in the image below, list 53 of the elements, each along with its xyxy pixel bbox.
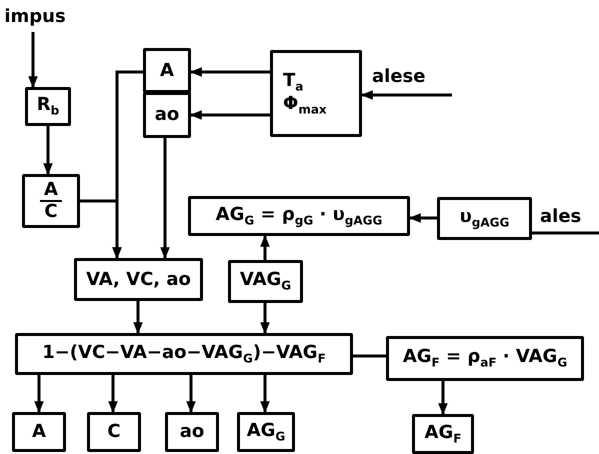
arrow <box>43 126 53 176</box>
formula-text: AG$_{F}$ = ρ$_{aF}$ · VAG$_{G}$ <box>402 347 568 370</box>
formula-text: AG$_{G}$ <box>246 420 286 444</box>
arrow <box>260 234 270 260</box>
process-box <box>87 412 141 452</box>
formula-text: A <box>40 180 62 202</box>
process-box <box>270 50 362 137</box>
arrow <box>190 110 270 120</box>
process-box <box>12 412 66 452</box>
arrow <box>360 90 452 100</box>
formula-text: υ$_{gAGG}$ <box>460 207 510 230</box>
arrow <box>34 375 44 414</box>
process-box <box>165 412 219 452</box>
formula-text: AG$_{F}$ <box>424 422 462 446</box>
process-box <box>437 197 532 240</box>
arrow <box>80 200 122 260</box>
arrow <box>190 67 270 77</box>
formula-text: T$_{a}$ <box>283 70 304 94</box>
formula-text: A <box>160 60 174 80</box>
process-box <box>143 92 191 138</box>
arrow <box>408 213 437 223</box>
arrow <box>260 303 270 334</box>
process-box <box>188 196 410 236</box>
arrow <box>186 375 196 414</box>
connector-line <box>532 232 599 234</box>
arrow <box>133 301 143 334</box>
process-box <box>228 260 303 303</box>
arrow <box>108 375 118 414</box>
formula-text: 1−(VC−VA−ao−VAG$_{G}$)−VAG$_{F}$ <box>42 342 326 366</box>
process-box <box>386 336 584 381</box>
formula-text: ao <box>180 422 204 442</box>
process-box <box>143 48 191 93</box>
process-box <box>15 333 353 375</box>
formula-text: C <box>107 422 121 442</box>
formula-text: AG$_{G}$ = ρ$_{gG}$ · υ$_{gAGG}$ <box>216 204 382 228</box>
formula-text: Φ$_{max}$ <box>283 94 327 116</box>
connector-line <box>353 354 386 358</box>
process-box <box>412 414 474 454</box>
formula-text: C <box>44 202 58 222</box>
fraction-box <box>22 174 80 228</box>
process-box <box>25 87 71 126</box>
arrow <box>28 32 38 88</box>
formula-text: ao <box>154 105 180 125</box>
formula-text: VA, VC, ao <box>86 270 191 290</box>
process-box <box>237 412 295 452</box>
process-box <box>74 258 203 301</box>
arrow <box>438 381 448 416</box>
formula-text: A <box>32 422 46 442</box>
formula-text: R$_{b}$ <box>36 95 60 118</box>
arrow <box>260 375 270 414</box>
formula-text: VAG$_{G}$ <box>240 270 292 293</box>
arrow <box>160 138 170 260</box>
input-label: impus <box>4 7 66 27</box>
